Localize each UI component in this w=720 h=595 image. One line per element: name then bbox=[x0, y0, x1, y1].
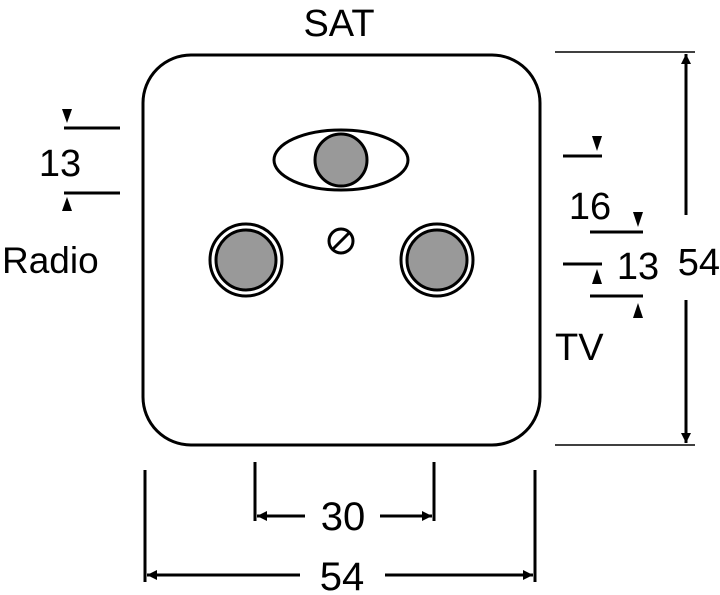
radio-connector bbox=[208, 222, 284, 298]
dimension-13-radio bbox=[62, 109, 120, 211]
sat-label: SAT bbox=[303, 3, 374, 45]
tv-offset-value: 13 bbox=[617, 246, 659, 288]
radio-offset-value: 13 bbox=[39, 143, 81, 185]
dimension-13-tv bbox=[563, 262, 643, 318]
tv-label: TV bbox=[555, 327, 604, 369]
dimension-16-sat bbox=[563, 136, 643, 234]
sat-connector bbox=[272, 128, 410, 192]
dimension-54-width bbox=[143, 470, 537, 582]
sat-offset-value: 16 bbox=[569, 186, 611, 228]
tv-connector bbox=[399, 222, 475, 298]
dimension-54-height bbox=[555, 51, 695, 446]
faceplate bbox=[141, 53, 542, 447]
fixing-screw bbox=[327, 227, 355, 255]
dimension-30 bbox=[253, 462, 436, 521]
plate-width-value: 54 bbox=[320, 555, 365, 595]
plate-height-value: 54 bbox=[678, 242, 720, 284]
spacing-value: 30 bbox=[321, 495, 366, 539]
radio-label: Radio bbox=[2, 240, 99, 281]
